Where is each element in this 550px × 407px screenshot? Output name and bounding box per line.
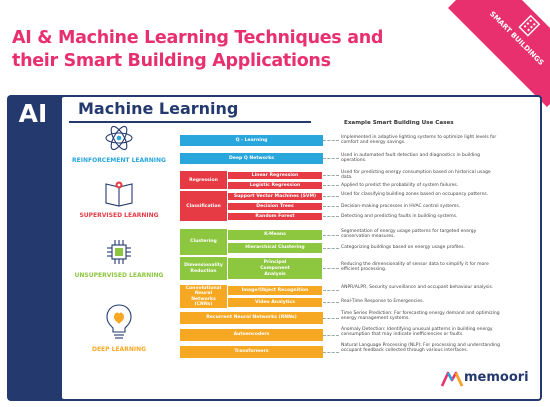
- connector: [323, 290, 339, 291]
- category-supervised-label: SUPERVISED LEARNING: [79, 212, 159, 219]
- technique-k-means: K-Means: [227, 229, 323, 241]
- category-reinforcement-label: REINFORCEMENT LEARNING: [72, 157, 166, 164]
- use-case: Real-Time Response to Emergencies.: [341, 299, 424, 304]
- use-case: Anomaly Detection: Identifying unusual p…: [341, 327, 493, 338]
- book-icon: [105, 181, 133, 207]
- group-cnns: Convolutional Neural Networks (CNNs): [180, 285, 227, 308]
- use-case: Detecting and predicting faults in build…: [341, 214, 458, 219]
- corner-ribbon: SMART BUILDINGS: [447, 0, 550, 108]
- ml-title-underline: [69, 121, 311, 123]
- technique-q-learning: Q - Learning: [180, 135, 323, 146]
- group-clustering: Clustering: [180, 229, 227, 255]
- use-case: Used for classifying building zones base…: [341, 192, 489, 197]
- technique-linear-regression: Linear Regression: [227, 171, 323, 180]
- connector: [323, 140, 339, 141]
- group-classification: Classification: [180, 191, 227, 221]
- group-regression: Regression: [180, 171, 227, 189]
- use-case: Used in automated fault detection and di…: [341, 153, 481, 164]
- use-case: Used for predicting energy consumption b…: [341, 170, 491, 181]
- atom-icon: [105, 125, 133, 151]
- use-case: Natural Language Processing (NLP): For p…: [341, 343, 500, 354]
- category-deep-label: DEEP LEARNING: [91, 346, 147, 353]
- connector: [323, 335, 339, 336]
- technique-decision-trees: Decision Trees: [227, 202, 323, 211]
- connector: [323, 302, 339, 303]
- use-case: Applied to predict the probability of sy…: [341, 183, 459, 188]
- use-case: Time Series Prediction: For forecasting …: [341, 311, 500, 322]
- use-case: Implemented in adaptive lighting systems…: [341, 135, 497, 146]
- connector: [323, 248, 339, 249]
- connector: [323, 352, 339, 353]
- memoori-logo-icon: [440, 371, 464, 387]
- technique-deep-q-networks: Deep Q Networks: [180, 153, 323, 164]
- connector: [323, 175, 339, 176]
- group-dimensionality-reduction: Dimensionality Reduction: [180, 257, 227, 280]
- connector: [323, 235, 339, 236]
- connector: [323, 185, 339, 186]
- connector: [323, 206, 339, 207]
- chip-icon: [107, 240, 131, 264]
- technique-transformers: Transformers: [180, 346, 323, 358]
- use-case: Segmentation of energy usage patterns fo…: [341, 229, 477, 240]
- use-case: Categorizing buildings based on energy u…: [341, 245, 465, 250]
- ai-label: AI: [18, 99, 48, 128]
- use-case-header: Example Smart Building Use Cases: [344, 120, 454, 126]
- technique-autoencoders: Autoencoders: [180, 329, 323, 341]
- use-case: ANPR/ALPR, Security surveillance and occ…: [341, 285, 494, 290]
- category-unsupervised-label: UNSUPERVISED LEARNING: [74, 272, 164, 279]
- page-title: AI & Machine Learning Techniques and the…: [12, 28, 384, 71]
- technique-hierarchical-clustering: Hierarchical Clustering: [227, 242, 323, 254]
- corner-badge-label: SMART BUILDINGS: [487, 9, 546, 67]
- building-icon: [518, 14, 541, 37]
- brain-bulb-icon: [106, 304, 132, 339]
- connector: [323, 196, 339, 197]
- technique-pca: Principal Component Analysis: [227, 257, 323, 280]
- technique-svm: Support Vector Machines (SVM): [227, 192, 323, 201]
- brand-name: memoori: [464, 370, 529, 385]
- connector: [323, 216, 339, 217]
- ml-title: Machine Learning: [78, 99, 239, 118]
- use-case: Decision-making processes in HVAC contro…: [341, 204, 461, 209]
- use-case: Reducing the dimensionality of sensor da…: [341, 262, 489, 273]
- technique-video-analytics: Video Analytics: [227, 297, 323, 308]
- technique-random-forest: Random Forest: [227, 212, 323, 221]
- connector: [323, 268, 339, 269]
- connector: [323, 318, 339, 319]
- connector: [323, 158, 339, 159]
- technique-logistic-regression: Logistic Regression: [227, 181, 323, 190]
- technique-rnns: Recurrent Neural Networks (RNNs): [180, 312, 323, 324]
- technique-image-recognition: Image/Object Recognition: [227, 285, 323, 296]
